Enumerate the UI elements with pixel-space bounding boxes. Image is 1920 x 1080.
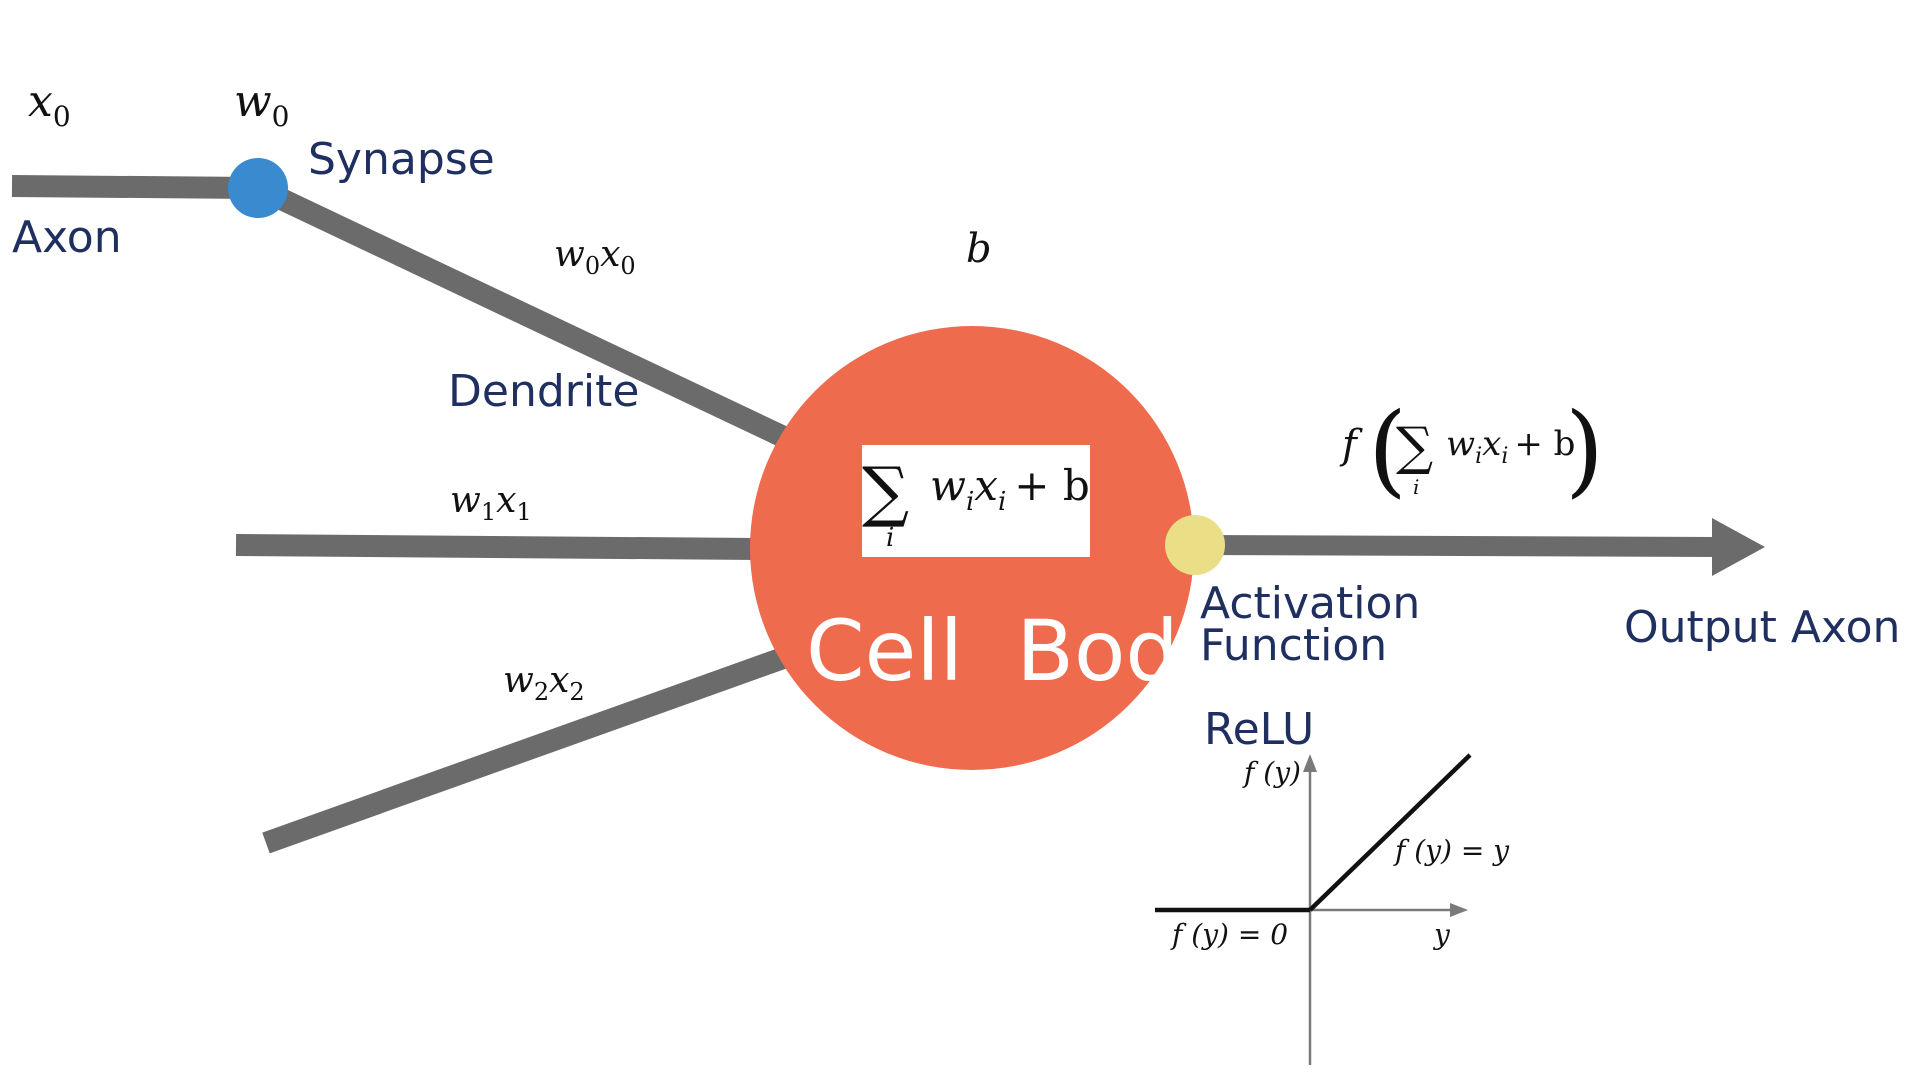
output-close-paren: ) [1565,391,1604,508]
dendrite-1-line [235,534,759,560]
output-sum-symbol: ∑ [1396,417,1433,477]
relu-y-arrow-icon [1303,754,1317,772]
sum-body: wixi+ b [930,461,1090,517]
summation-box: ∑ i wixi+ b [862,445,1090,557]
axon-label: Axon [12,212,122,263]
activation-label-line1: Activation [1200,578,1420,629]
summation-box-bg [862,445,1090,557]
output-open-paren: ( [1368,391,1407,508]
output-arrowhead-icon [1712,518,1765,576]
relu-chart: f (y) y f (y) = y f (y) = 0 [1155,753,1510,1065]
output-axon-line [1194,535,1721,557]
output-f: f [1339,422,1363,468]
relu-x-arrow-icon [1450,903,1468,917]
x0-label: x0 [28,76,71,133]
output-formula: f ( ∑ i wixi+ b ) [1339,391,1604,508]
w0x0-label: w0x0 [554,234,636,280]
dendrite-2-line [262,646,790,854]
relu-positive-segment [1308,753,1472,912]
activation-node [1165,515,1225,575]
w2x2-label: w2x2 [503,660,585,706]
output-sum-index: i [1413,475,1419,499]
relu-label: ReLU [1204,704,1314,755]
synapse-label: Synapse [308,134,495,185]
dendrite-0-line [253,178,795,450]
relu-x-axis-label: y [1432,918,1451,951]
relu-positive-label: f (y) = y [1393,834,1510,867]
synapse-node [228,158,288,218]
cell-body-label: Cell Body [806,602,1228,700]
input-axon-line [11,175,259,199]
activation-label-line2: Function [1200,620,1387,671]
sum-symbol: ∑ [862,453,909,530]
wires [11,175,1765,854]
dendrite-label: Dendrite [448,366,639,417]
relu-y-axis-label: f (y) [1242,756,1301,789]
w0-label: w0 [234,76,290,133]
output-sum-body: wixi+ b [1446,424,1575,469]
output-axon-label: Output Axon [1624,602,1900,653]
bias-label: b [966,226,992,272]
w1x1-label: w1x1 [450,480,532,526]
relu-negative-label: f (y) = 0 [1170,918,1288,951]
sum-index: i [886,523,894,553]
